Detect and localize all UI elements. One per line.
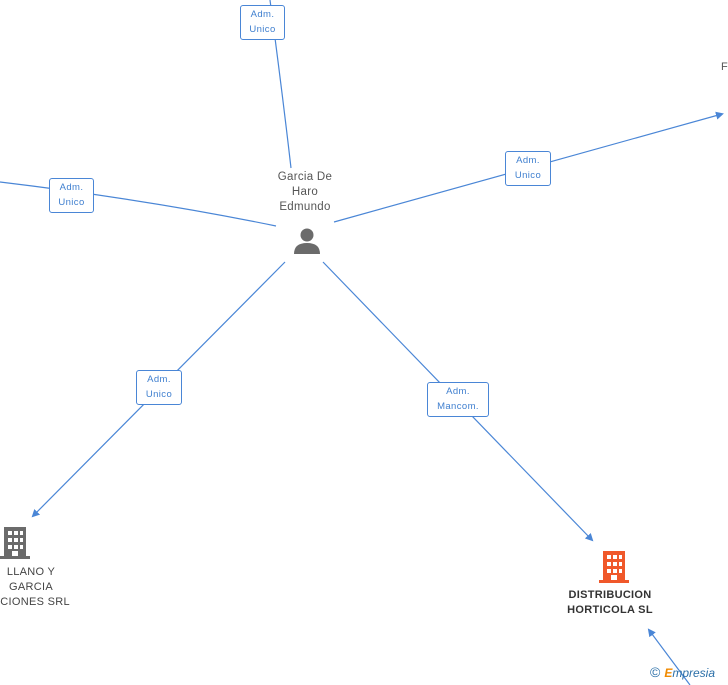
edge-incoming-bottom: [647, 628, 691, 685]
role-text: Adm.: [59, 182, 84, 193]
role-text: Mancom.: [437, 401, 479, 412]
company-name-line: CCIONES SRL: [0, 596, 70, 608]
role-box-bottom-left: Adm. Unico: [136, 370, 182, 405]
company-name-line: HORTICOLA SL: [567, 604, 653, 616]
person-icon[interactable]: [292, 226, 322, 256]
role-box-bottom-right: Adm. Mancom.: [427, 382, 489, 417]
copyright-symbol: ©: [650, 664, 661, 680]
role-text: Adm.: [250, 9, 275, 20]
person-name-line: Haro: [291, 186, 319, 198]
role-box-left: Adm. Unico: [49, 178, 94, 213]
role-text: Adm.: [147, 374, 171, 385]
role-box-right: Adm. Unico: [505, 151, 551, 186]
company-left-name[interactable]: LLANO Y GARCIA CCIONES SRL: [0, 565, 74, 610]
company-name-line: GARCIA: [9, 581, 53, 593]
role-text: Unico: [58, 197, 85, 208]
brand-name: mpresia: [672, 666, 716, 680]
building-icon[interactable]: [0, 525, 30, 560]
company-name-line: LLANO Y: [6, 566, 56, 578]
role-text: Adm.: [446, 386, 470, 397]
person-name-line: Edmundo: [279, 201, 331, 213]
company-main-name[interactable]: DISTRIBUCION HORTICOLA SL: [550, 588, 670, 618]
person-name[interactable]: Garcia De Haro Edmundo: [260, 170, 350, 215]
role-box-top: Adm. Unico: [240, 5, 285, 40]
role-text: Unico: [514, 170, 542, 181]
brand-initial: E: [664, 666, 673, 680]
company-name-line: DISTRIBUCION: [568, 589, 652, 601]
edge-left: [0, 181, 277, 227]
role-text: Adm.: [516, 155, 540, 166]
empresia-watermark: ©Empresia: [650, 664, 715, 680]
person-name-line: Garcia De: [277, 171, 333, 183]
company-top-right-partial-label[interactable]: F: [721, 61, 728, 73]
building-icon[interactable]: [598, 549, 630, 584]
role-text: Unico: [249, 24, 276, 35]
role-text: Unico: [145, 389, 173, 400]
